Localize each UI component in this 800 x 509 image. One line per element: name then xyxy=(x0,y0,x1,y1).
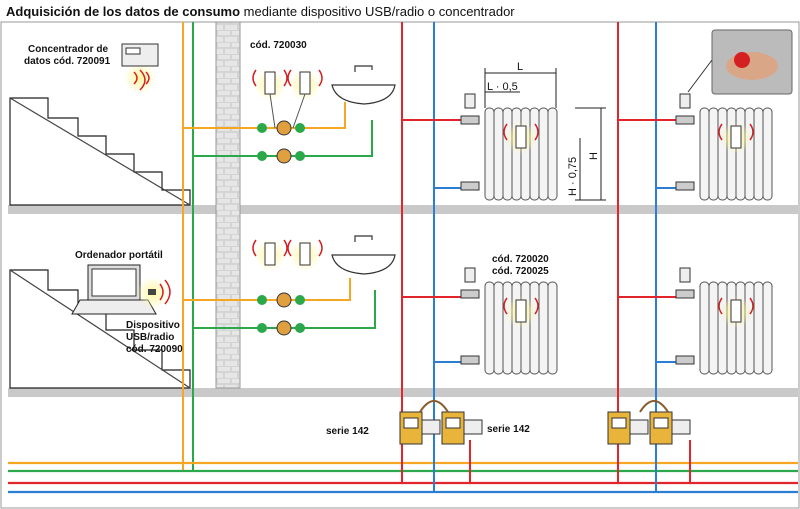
radiator xyxy=(699,107,773,201)
thermostatic-valve-icon xyxy=(675,93,695,191)
upper-water-branch xyxy=(183,102,373,157)
thermostatic-valve-icon xyxy=(675,267,695,365)
concentrator-label-2: datos cód. 720091 xyxy=(24,56,111,67)
usb-radio-icon xyxy=(137,277,171,309)
brick-wall xyxy=(215,21,241,389)
heat-meter-icon xyxy=(399,400,691,445)
title-bold: Adquisición de los datos de consumo xyxy=(6,4,241,19)
dim-H-label: H xyxy=(588,152,600,160)
dim-L05-label: L · 0,5 xyxy=(487,81,518,93)
usb-label-2: USB/radio xyxy=(126,332,174,343)
heat-meter xyxy=(441,411,483,445)
heat-meter xyxy=(607,411,649,445)
meter-cable xyxy=(419,400,449,413)
radiator-code-label-2: cód. 720025 xyxy=(492,266,549,277)
serie-label-right: serie 142 xyxy=(487,424,530,435)
radiator-icon xyxy=(460,93,773,375)
dim-H075-label: H · 0,75 xyxy=(567,157,579,196)
thermostatic-valve-icon xyxy=(460,267,480,365)
lower-water-branch xyxy=(183,278,376,329)
radiator-code-label-1: cód. 720020 xyxy=(492,254,549,265)
laptop-label: Ordenador portátil xyxy=(75,250,163,261)
staircase-upper xyxy=(9,97,191,206)
concentrator-icon xyxy=(121,43,159,94)
thermostatic-valve-icon xyxy=(460,93,480,191)
heat-meter xyxy=(399,411,441,445)
dim-L-label: L xyxy=(517,61,523,73)
page-title: Adquisición de los datos de consumo medi… xyxy=(6,4,515,19)
radiator xyxy=(484,107,558,201)
water-meter-icon xyxy=(252,69,323,336)
radiator xyxy=(484,281,558,375)
meter-code-label: cód. 720030 xyxy=(250,40,307,51)
heat-meter xyxy=(649,411,691,445)
sink-icon xyxy=(331,65,396,275)
title-rest: mediante dispositivo USB/radio o concent… xyxy=(240,4,515,19)
hand-photo-icon xyxy=(687,29,793,95)
staircase-lower xyxy=(9,269,191,389)
radiator xyxy=(699,281,773,375)
vertical-pipes xyxy=(182,22,657,470)
usb-label-1: Dispositivo xyxy=(126,320,180,331)
dimension-lines xyxy=(484,68,606,201)
concentrator-label-1: Concentrador de xyxy=(28,44,108,55)
usb-label-3: cód. 720090 xyxy=(126,344,183,355)
meter-cable xyxy=(639,400,669,413)
serie-label-left: serie 142 xyxy=(326,426,369,437)
